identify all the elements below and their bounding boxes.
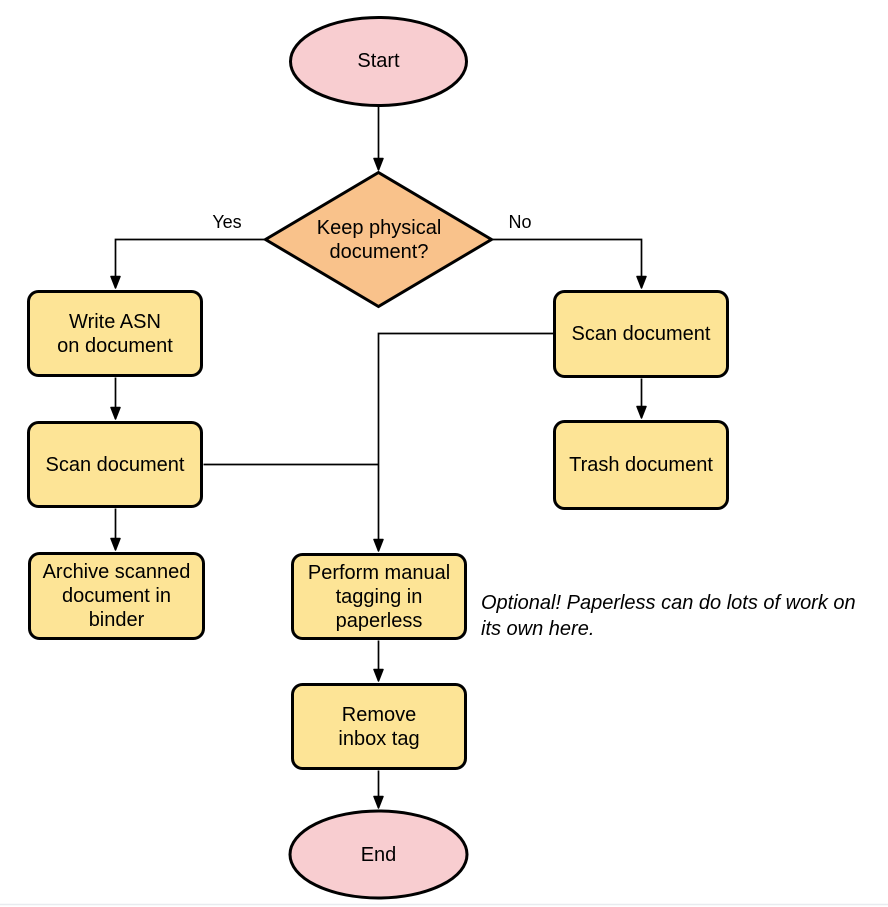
- node-scan-right-shape: [553, 290, 729, 378]
- node-write-asn-shape: [27, 290, 203, 377]
- optional-note-text: Optional! Paperless can do lots of work …: [481, 592, 856, 640]
- node-decision-shape: [262, 170, 495, 309]
- edge-scan-right-to-tagging: [373, 332, 553, 552]
- node-tagging-shape: [291, 553, 467, 640]
- edge-decision-yes-to-write-asn: [110, 238, 265, 289]
- node-scan-left-shape: [27, 421, 203, 508]
- node-end-shape: [288, 809, 469, 900]
- node-start-shape: [289, 16, 468, 107]
- node-trash-shape: [553, 420, 729, 510]
- node-archive-shape: [28, 552, 205, 640]
- node-remove-inbox-shape: [291, 683, 467, 770]
- edge-decision-no-to-scan-right: [492, 238, 647, 289]
